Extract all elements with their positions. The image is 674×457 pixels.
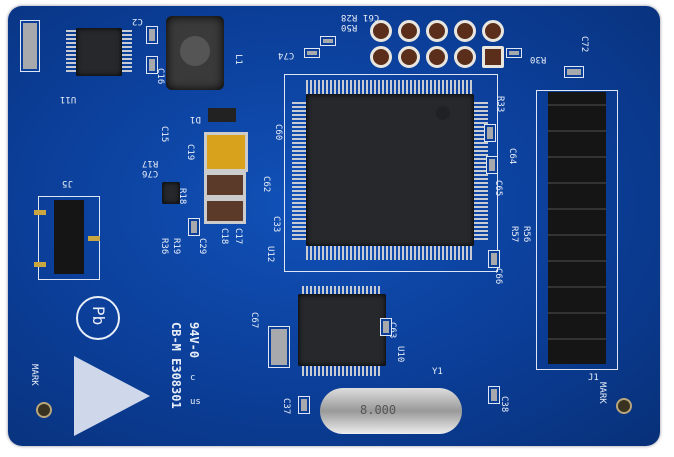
smd-capacitor — [146, 26, 158, 44]
label-r36: R36 — [159, 238, 169, 255]
u12-pins-left — [292, 102, 306, 240]
cert-text: CB-M E308301 — [169, 322, 183, 409]
u10-pins-top — [302, 286, 382, 296]
header-pad — [370, 46, 392, 68]
label-c17: C17 — [233, 228, 243, 245]
label-r57: R57 — [509, 226, 519, 243]
label-c74: C74 — [278, 50, 295, 60]
label-c29: C29 — [197, 238, 207, 255]
label-y1: Y1 — [432, 367, 443, 377]
j1-header — [548, 92, 606, 364]
header-pad — [482, 20, 504, 42]
label-c76: C76 — [142, 168, 159, 178]
tantalum-capacitor — [204, 132, 248, 172]
ul-us: us — [190, 397, 201, 407]
pb-free-logo — [76, 296, 120, 340]
mounting-hole-left — [36, 402, 52, 418]
label-c72: C72 — [579, 36, 589, 53]
label-u11: U11 — [60, 94, 77, 104]
mounting-hole-right — [616, 398, 632, 414]
header-pad-square — [482, 46, 504, 68]
j5-pin — [88, 236, 100, 241]
diode-d1 — [208, 108, 236, 122]
l1-core — [180, 36, 210, 66]
j5-header — [54, 200, 84, 274]
label-r19: R19 — [171, 238, 181, 255]
u11-chip — [76, 28, 122, 76]
smd-array — [268, 326, 290, 368]
label-r33: R33 — [495, 96, 505, 113]
label-u12: U12 — [265, 246, 275, 263]
label-c37: C37 — [281, 398, 291, 415]
label-c33: C33 — [271, 216, 281, 233]
crystal-marking: 8.000 — [360, 403, 397, 417]
smd-capacitor — [146, 56, 158, 74]
smd-array — [20, 20, 40, 72]
pcb-board: U11 C2 C16 L1 C74 R50 R28 C61 R30 C72 U1… — [8, 6, 660, 446]
label-c67: C67 — [249, 312, 259, 329]
header-pad — [370, 20, 392, 42]
label-c2: C2 — [132, 16, 143, 26]
small-ic — [162, 182, 180, 204]
header-pad — [398, 46, 420, 68]
y1-crystal — [320, 388, 462, 434]
mark-right: MARK — [597, 382, 607, 404]
header-pad — [398, 20, 420, 42]
smd-capacitor — [488, 386, 500, 404]
label-c18: C18 — [219, 228, 229, 245]
smd-capacitor — [380, 318, 392, 336]
smd-capacitor — [486, 156, 498, 174]
smd-capacitor — [188, 218, 200, 236]
j5-pin — [34, 210, 46, 215]
label-d1: D1 — [190, 114, 201, 124]
smd-resistor — [506, 48, 522, 58]
u12-chip — [306, 94, 474, 246]
header-pad — [454, 46, 476, 68]
header-pad — [426, 46, 448, 68]
j1-outline — [536, 90, 618, 370]
label-j5: J5 — [62, 178, 73, 188]
smd-capacitor — [304, 48, 320, 58]
smd-capacitor — [298, 396, 310, 414]
smd-resistor — [484, 124, 496, 142]
label-r56: R56 — [521, 226, 531, 243]
label-c66: C66 — [493, 268, 503, 285]
label-c65: C65 — [493, 180, 503, 197]
smd-resistor — [320, 36, 336, 46]
esd-triangle — [74, 356, 150, 436]
capacitor-c18 — [204, 198, 246, 224]
label-r17: R17 — [142, 158, 159, 168]
label-r50: R50 — [341, 22, 358, 32]
rating-text: 94V-0 — [187, 322, 201, 359]
u12-pins-bottom — [306, 246, 474, 260]
header-pad — [426, 20, 448, 42]
smd-capacitor — [488, 250, 500, 268]
u11-pins — [66, 30, 76, 72]
label-c62: C62 — [261, 176, 271, 193]
mark-left: MARK — [29, 364, 39, 386]
label-r30: R30 — [530, 54, 547, 64]
label-c38: C38 — [499, 396, 509, 413]
u10-pins-bottom — [302, 366, 382, 376]
label-r28: R28 — [341, 12, 358, 22]
u11-pins — [122, 30, 132, 72]
label-l1: L1 — [233, 54, 243, 65]
pb-text: Pb — [89, 306, 108, 326]
label-c15: C15 — [159, 126, 169, 143]
ul-c: c — [190, 373, 196, 383]
label-j1: J1 — [588, 373, 599, 383]
u10-chip — [298, 294, 386, 366]
label-c60: C60 — [273, 124, 283, 141]
label-c19: C19 — [185, 144, 195, 161]
j5-pin — [34, 262, 46, 267]
u12-pin1-dot — [436, 106, 450, 120]
capacitor-c19 — [204, 172, 246, 198]
label-u10: U10 — [395, 346, 405, 363]
header-pad — [454, 20, 476, 42]
smd-capacitor — [564, 66, 584, 78]
label-c64: C64 — [507, 148, 517, 165]
u12-pins-top — [306, 80, 474, 94]
